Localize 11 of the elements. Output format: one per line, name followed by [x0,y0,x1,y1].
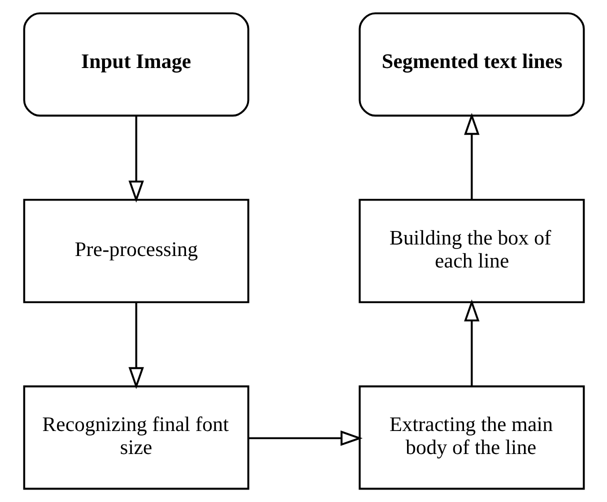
arrow [464,299,479,386]
node-box: Segmented text lines [358,12,584,117]
arrow [128,116,144,203]
node-box: Pre-processing [22,198,249,304]
arrow [248,430,362,446]
node-box: Extracting the main body of the line [358,385,584,490]
node-box: Building the box of each line [358,198,584,304]
node-box: Input Image [22,12,249,117]
arrow [464,112,479,200]
node-box: Recognizing final font size [22,385,249,490]
arrow [128,302,144,390]
